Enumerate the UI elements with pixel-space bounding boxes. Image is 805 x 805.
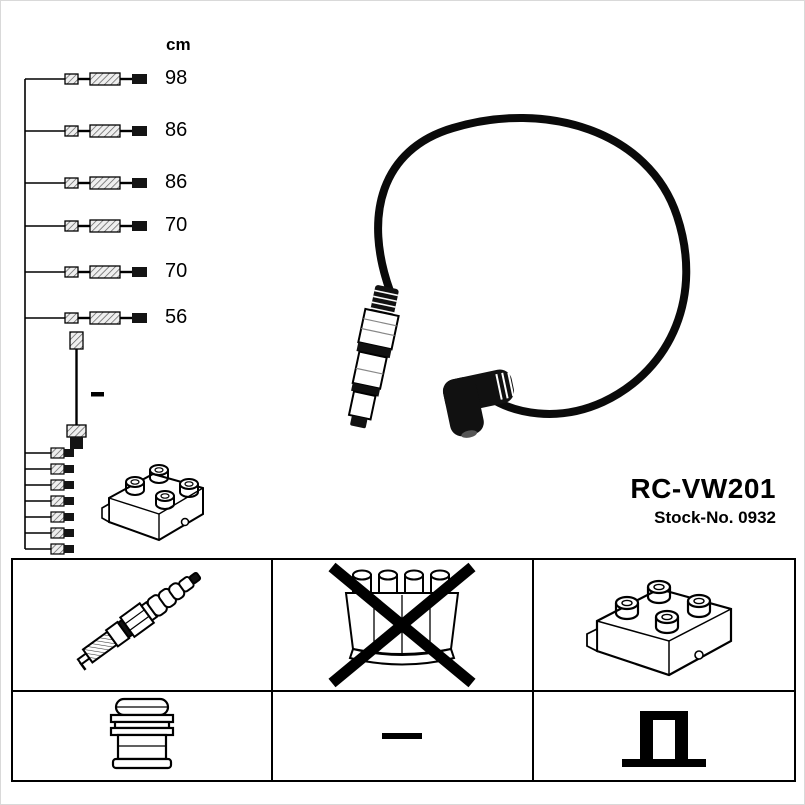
plug-connector-icon bbox=[110, 697, 175, 770]
cable-length-1: 98 bbox=[165, 67, 188, 89]
lead-wire bbox=[374, 114, 691, 418]
ignition-lead-drawing bbox=[347, 114, 691, 438]
part-number: RC-VW201 bbox=[630, 473, 776, 504]
unit-label: cm bbox=[166, 35, 191, 54]
legend-cell-plug-connector bbox=[13, 692, 274, 780]
spark-plug-icon bbox=[76, 571, 202, 671]
coil-end-connector-stack bbox=[50, 447, 75, 555]
distributor-cap-crossed-icon bbox=[328, 562, 476, 688]
legend-cell-distributor-cap bbox=[273, 560, 534, 692]
cable-length-6: 56 bbox=[165, 306, 188, 328]
lead-illustrations bbox=[63, 71, 149, 326]
legend-cell-spark-plug bbox=[13, 560, 274, 692]
vertical-lead bbox=[66, 331, 104, 449]
diagram-canvas bbox=[24, 71, 691, 555]
legend-cell-bracket bbox=[533, 692, 794, 780]
cross-out-mark bbox=[328, 562, 476, 688]
ignition-coil-small-icon bbox=[101, 464, 204, 542]
cable-set-diagram bbox=[24, 78, 65, 550]
legend-grid bbox=[11, 558, 796, 782]
elbow-boot bbox=[442, 369, 515, 438]
dash-icon bbox=[382, 733, 423, 739]
ignition-coil-icon bbox=[585, 579, 732, 677]
legend-cell-dash bbox=[273, 692, 534, 780]
cable-length-4: 70 bbox=[165, 214, 188, 236]
stock-number: Stock-No. 0932 bbox=[654, 508, 776, 527]
cable-length-2: 86 bbox=[165, 119, 188, 141]
dash-mark bbox=[91, 392, 104, 397]
cable-length-5: 70 bbox=[165, 260, 188, 282]
mounting-bracket-icon bbox=[621, 711, 706, 767]
cable-length-3: 86 bbox=[165, 171, 188, 193]
legend-cell-ignition-coil bbox=[533, 560, 794, 692]
straight-boot bbox=[347, 285, 400, 429]
